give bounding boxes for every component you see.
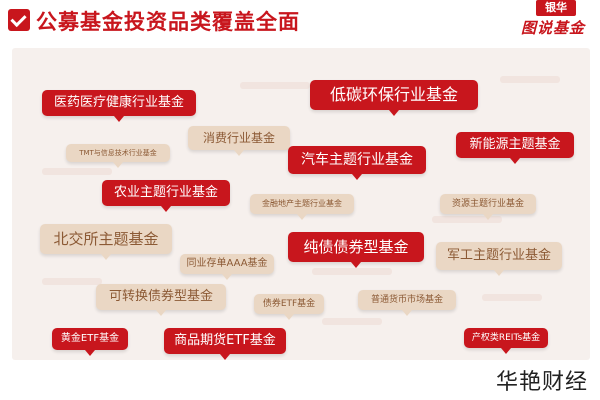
fund-tag: 低碳环保行业基金 — [310, 80, 478, 116]
fund-tag: 债券ETF基金 — [254, 294, 324, 320]
fund-tag: 黄金ETF基金 — [52, 328, 128, 356]
fund-tag: 汽车主题行业基金 — [288, 146, 426, 180]
decor-stripe — [322, 318, 382, 325]
fund-category-panel: 医药医疗健康行业基金 低碳环保行业基金 消费行业基金 新能源主题基金 TMT与信… — [12, 48, 590, 360]
fund-tag: 新能源主题基金 — [456, 132, 574, 164]
fund-tag: 北交所主题基金 — [40, 224, 172, 260]
decor-stripe — [432, 216, 502, 223]
decor-stripe — [240, 82, 310, 89]
logo-top-text: 银华 — [536, 0, 576, 16]
decor-stripe — [42, 278, 102, 285]
fund-tag: 纯债债券型基金 — [288, 232, 424, 268]
fund-tag: 资源主题行业基金 — [440, 194, 536, 220]
fund-tag: 商品期货ETF基金 — [164, 328, 286, 360]
fund-tag: 军工主题行业基金 — [436, 242, 562, 276]
decor-stripe — [312, 268, 392, 275]
fund-tag: 产权类REITs基金 — [464, 328, 548, 354]
logo-bottom-text: 图说基金 — [520, 19, 585, 37]
decor-stripe — [42, 168, 112, 175]
fund-tag: 普通货币市场基金 — [358, 290, 456, 316]
fund-tag: 医药医疗健康行业基金 — [42, 90, 196, 122]
fund-tag: 金融地产主题行业基金 — [250, 194, 354, 220]
decor-stripe — [500, 76, 560, 83]
checkbox-icon — [8, 9, 30, 31]
watermark: 华艳财经 — [495, 370, 588, 395]
decor-stripe — [482, 294, 542, 301]
fund-tag: 农业主题行业基金 — [102, 180, 230, 212]
logo: 银华 图说基金 — [512, 0, 594, 42]
fund-tag: 可转换债券型基金 — [96, 284, 226, 316]
header: 公募基金投资品类覆盖全面 银华 图说基金 — [0, 0, 600, 46]
page-title: 公募基金投资品类覆盖全面 — [36, 10, 300, 34]
fund-tag: TMT与信息技术行业基金 — [66, 144, 170, 168]
fund-tag: 同业存单AAA基金 — [180, 254, 274, 280]
fund-tag: 消费行业基金 — [188, 126, 290, 156]
